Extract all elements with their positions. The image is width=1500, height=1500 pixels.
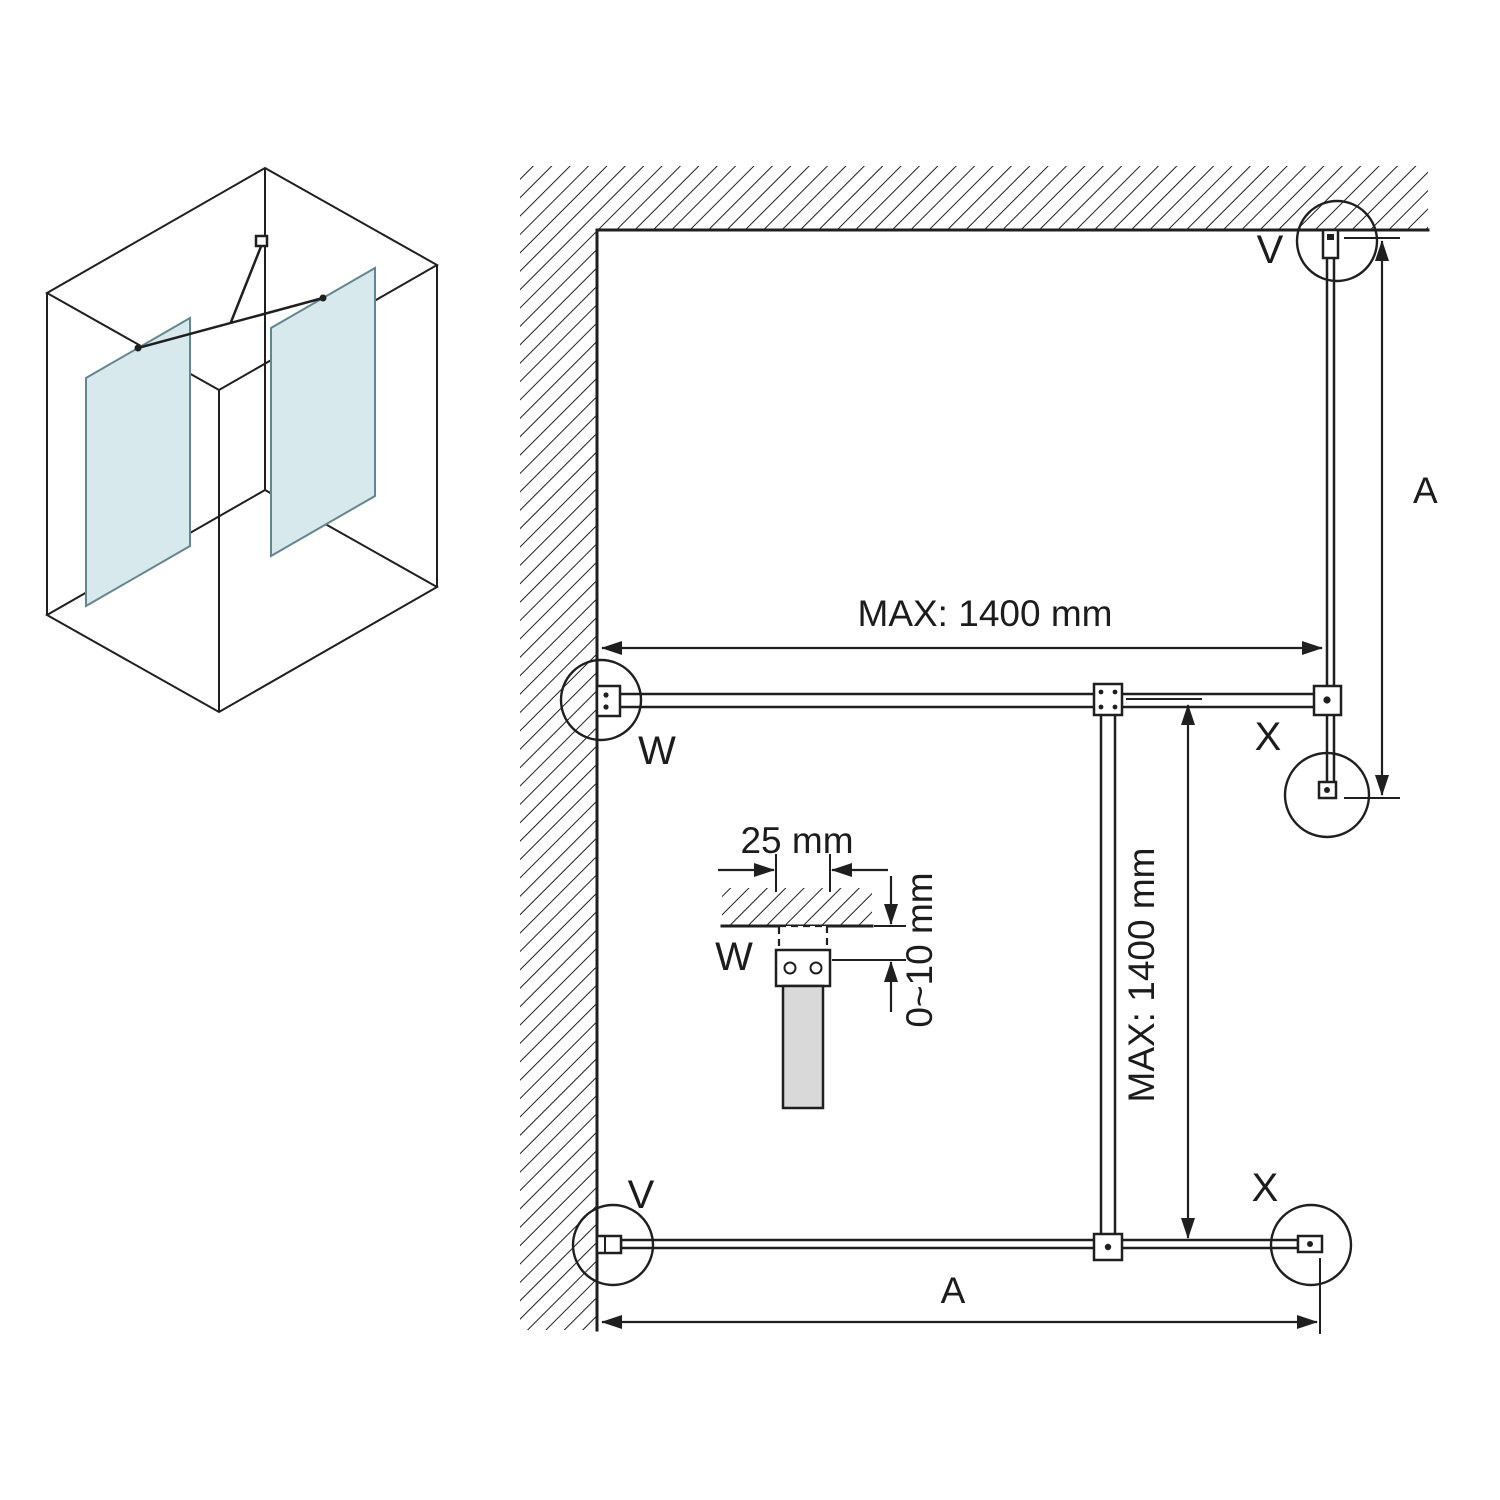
iso-wall-bracket — [254, 234, 269, 248]
dimension-a-bottom: A — [601, 1258, 1321, 1334]
detail-screw-right — [809, 961, 823, 975]
detail-width-label: 25 mm — [740, 820, 853, 861]
panel-end-holder-right — [1317, 780, 1338, 800]
dimension-max-width-vertical-label: MAX: 1400 mm — [1121, 848, 1162, 1103]
detail-glass-panel — [781, 984, 825, 1110]
callout-circle-v-bottom-left — [571, 1203, 655, 1287]
iso-joint-left — [134, 344, 142, 352]
plan-view: V X W V X MAX: 1400 mm A MAX: 1400 mm A — [520, 166, 1438, 1334]
support-bar-vertical — [1099, 710, 1117, 1238]
callout-label-w: W — [638, 729, 676, 773]
iso-glass-panel-left — [85, 316, 191, 608]
panel-end-holder-bottom-right — [1296, 1234, 1324, 1254]
callout-circle-x-bottom-right — [1269, 1203, 1353, 1287]
dimension-max-width-top-label: MAX: 1400 mm — [858, 593, 1113, 634]
enclosure-frame-wireframe — [44, 166, 440, 714]
dimension-a-right-label: A — [1413, 470, 1438, 511]
dimension-a-right: A — [1344, 237, 1438, 799]
connector-tee-bottom — [1092, 1232, 1124, 1262]
wall-inner-faces — [595, 228, 1430, 1332]
connector-x-brace-to-panel — [1312, 684, 1343, 717]
iso-support-bars — [136, 242, 325, 350]
wall-profile-v-bottom-left — [595, 1234, 623, 1255]
detail-gap-label: 0~10 mm — [899, 872, 940, 1027]
callout-label-v-top-right: V — [1257, 228, 1284, 272]
wall-bracket-w — [595, 684, 622, 718]
dimension-max-width-top: MAX: 1400 mm — [601, 593, 1323, 655]
glass-panel-bottom — [619, 1238, 1300, 1250]
callout-circle-x-right — [1283, 751, 1371, 839]
dimension-a-bottom-label: A — [941, 1270, 966, 1311]
iso-joint-right — [319, 294, 327, 302]
connector-tee-top — [1092, 682, 1124, 717]
iso-glass-panel-right — [270, 266, 376, 558]
isometric-overview — [44, 166, 440, 714]
wall-profile-v-top — [1321, 228, 1340, 260]
callout-circle-w — [559, 658, 643, 742]
callout-label-v-bottom-left: V — [628, 1173, 655, 1217]
callout-label-x-bottom-right: X — [1252, 1166, 1279, 1210]
bracket-detail-inset: 25 mm W 0~10 mm — [715, 820, 940, 1110]
detail-bracket-label: W — [715, 935, 753, 979]
dimension-max-width-vertical: MAX: 1400 mm — [1121, 698, 1202, 1239]
detail-wall-hatching — [722, 888, 872, 926]
detail-screw-left — [783, 961, 797, 975]
callout-label-x-right: X — [1255, 715, 1282, 759]
support-bar-horizontal — [612, 692, 1318, 709]
